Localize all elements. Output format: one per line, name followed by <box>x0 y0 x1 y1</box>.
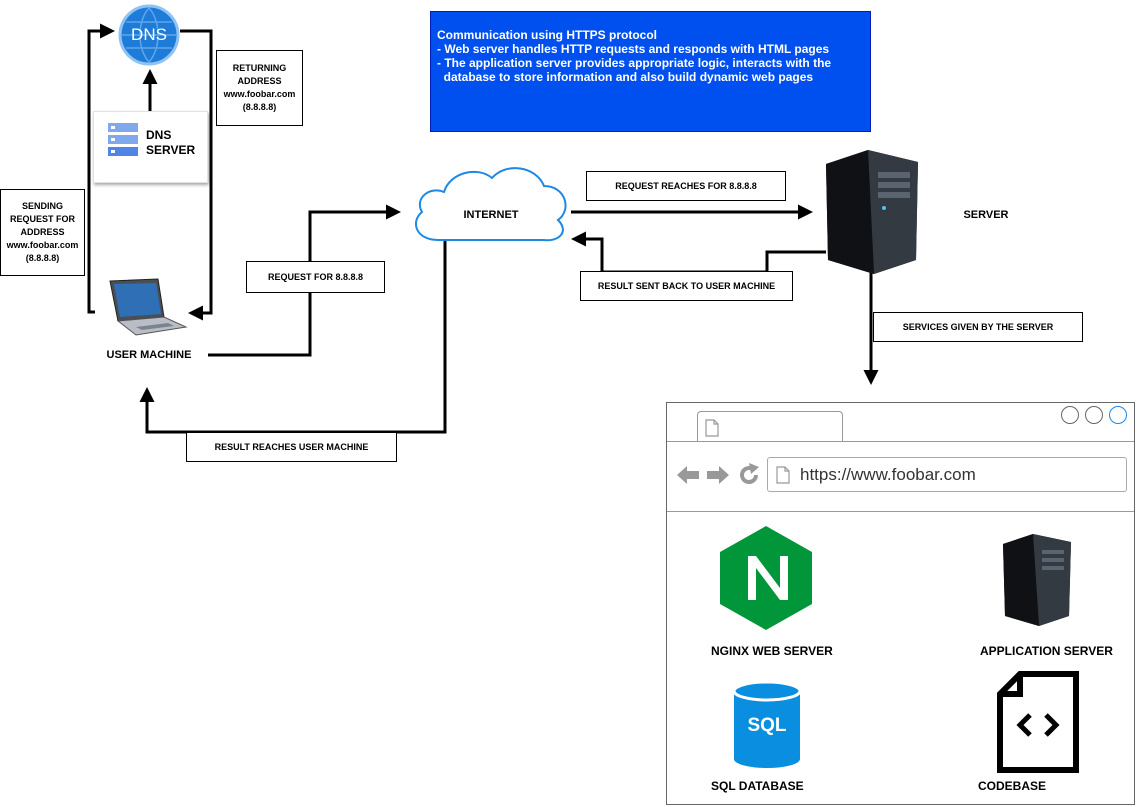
dns-globe-label: DNS <box>131 25 167 44</box>
sending-line-5: (8.8.8.8) <box>25 253 60 263</box>
request-for-box: REQUEST FOR 8.8.8.8 <box>246 261 385 293</box>
codebase-file-icon <box>997 671 1079 773</box>
nginx-logo-icon <box>720 526 812 630</box>
browser-window: https://www.foobar.com NGINX WEB SERVER … <box>666 402 1135 805</box>
server-stack-icon <box>108 123 138 162</box>
returning-line-3: www.foobar.com <box>223 89 296 99</box>
returning-address-box: RETURNING ADDRESS www.foobar.com (8.8.8.… <box>216 50 303 126</box>
url-page-icon <box>776 466 790 484</box>
forward-arrow-icon[interactable] <box>707 465 729 485</box>
window-button-2[interactable] <box>1085 406 1103 424</box>
sending-line-2: REQUEST FOR <box>9 214 75 224</box>
user-machine-label: USER MACHINE <box>106 349 192 361</box>
sql-database-label: SQL DATABASE <box>711 779 804 793</box>
arrow-server-to-internet <box>571 231 826 274</box>
dns-server-card: DNS SERVER <box>93 111 208 183</box>
application-server-icon <box>1003 534 1071 626</box>
arrow-user-to-dns <box>87 23 115 314</box>
application-server-label: APPLICATION SERVER <box>980 644 1113 658</box>
result-sent-back-box: RESULT SENT BACK TO USER MACHINE <box>580 271 793 301</box>
sending-line-1: SENDING <box>21 201 63 211</box>
window-button-1[interactable] <box>1061 406 1079 424</box>
address-bar[interactable]: https://www.foobar.com <box>767 457 1127 492</box>
page-icon <box>705 419 719 437</box>
sql-database-icon <box>732 681 802 768</box>
nginx-label: NGINX WEB SERVER <box>711 644 833 658</box>
sending-request-box: SENDING REQUEST FOR ADDRESS www.foobar.c… <box>0 189 85 276</box>
info-line-3: database to store information and also b… <box>437 70 814 84</box>
window-button-3[interactable] <box>1109 406 1127 424</box>
sending-line-4: www.foobar.com <box>6 240 79 250</box>
info-line-1: - Web server handles HTTP requests and r… <box>437 42 830 56</box>
sql-icon-text: SQL <box>747 715 787 736</box>
browser-tab[interactable] <box>697 411 843 442</box>
request-reaches-box: REQUEST REACHES FOR 8.8.8.8 <box>586 171 786 201</box>
url-text: https://www.foobar.com <box>800 465 976 484</box>
returning-line-4: (8.8.8.8) <box>242 102 277 112</box>
back-arrow-icon[interactable] <box>677 465 699 485</box>
server-tower-icon <box>824 148 920 279</box>
arrow-dns-to-user <box>180 29 213 321</box>
toolbar-divider <box>667 511 1134 512</box>
tab-bar-divider <box>667 441 1134 442</box>
refresh-icon[interactable] <box>737 463 761 487</box>
services-given-box: SERVICES GIVEN BY THE SERVER <box>873 312 1083 342</box>
dns-server-label-1: DNS <box>146 128 172 142</box>
returning-line-1: RETURNING <box>232 63 287 73</box>
internet-cloud-icon <box>408 160 574 249</box>
laptop-icon <box>106 277 188 342</box>
info-title: Communication using HTTPS protocol <box>437 28 657 42</box>
sending-line-3: ADDRESS <box>20 227 65 237</box>
dns-globe-icon: DNS <box>117 3 181 67</box>
protocol-info-box: Communication using HTTPS protocol - Web… <box>430 11 871 132</box>
returning-line-2: ADDRESS <box>237 76 282 86</box>
codebase-label: CODEBASE <box>978 779 1047 793</box>
dns-server-label-2: SERVER <box>146 143 196 157</box>
result-reaches-box: RESULT REACHES USER MACHINE <box>186 432 397 462</box>
internet-label: INTERNET <box>463 209 519 221</box>
info-line-2: - The application server provides approp… <box>437 56 832 70</box>
server-label: SERVER <box>963 209 1009 221</box>
